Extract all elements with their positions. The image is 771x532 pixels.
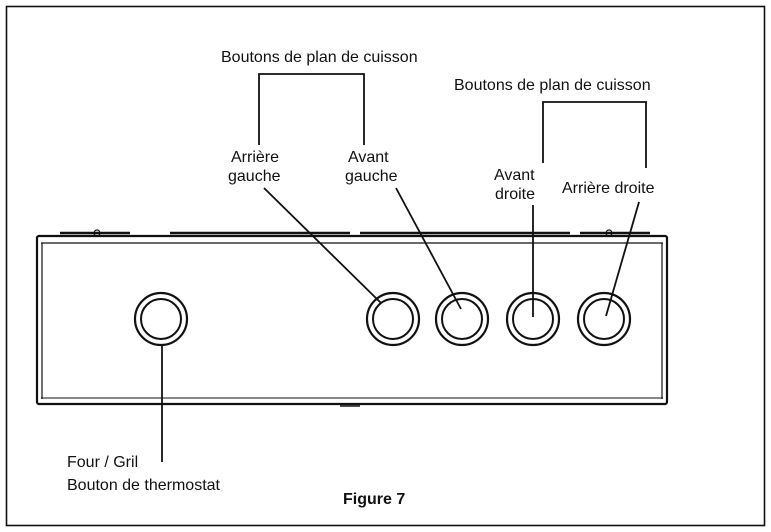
oven-thermostat-knob [133,291,189,347]
rear-left-knob [365,291,421,347]
oven-label-line1: Four / Gril [67,454,138,471]
bracket-left [258,73,365,145]
bracket-left-label: Boutons de plan de cuisson [221,49,418,66]
rear-left-label-line1: Arrière [231,149,279,166]
front-left-knob [434,291,490,347]
front-right-label-line1: Avant [494,167,535,184]
panel-screw [93,229,101,237]
bracket-right-label: Boutons de plan de cuisson [454,77,651,94]
rear-right-knob [576,291,632,347]
knobs [133,291,632,347]
front-left-label-line1: Avant [348,149,389,166]
front-left-label-line2: gauche [345,168,398,185]
control-panel [35,229,669,407]
rear-left-label-line2: gauche [228,168,281,185]
panel-outline [35,234,669,406]
rear-right-label: Arrière droite [562,180,655,197]
bracket-right [542,101,647,168]
panel-screw [605,229,613,237]
leader-front-left [395,187,462,310]
figure-caption: Figure 7 [343,491,405,508]
figure-frame [5,5,766,527]
oven-label-line2: Bouton de thermostat [67,477,221,494]
front-right-label-line2: droite [495,186,535,203]
leader-lines [161,187,640,462]
leader-rear-left [263,187,382,304]
leader-rear-right [605,201,640,317]
